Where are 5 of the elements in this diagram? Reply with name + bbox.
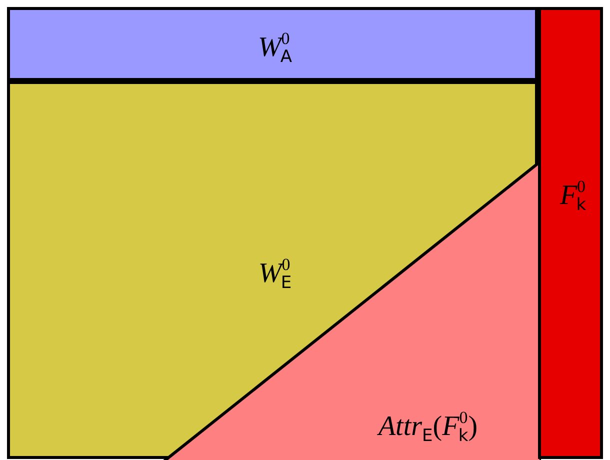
side-bar [538,7,603,459]
region-label: Attr$_{E}$(F$^{0}$$_{k}$) [378,409,478,445]
top-band [7,7,538,81]
triangle-region [163,161,541,460]
region-panel [7,81,538,459]
